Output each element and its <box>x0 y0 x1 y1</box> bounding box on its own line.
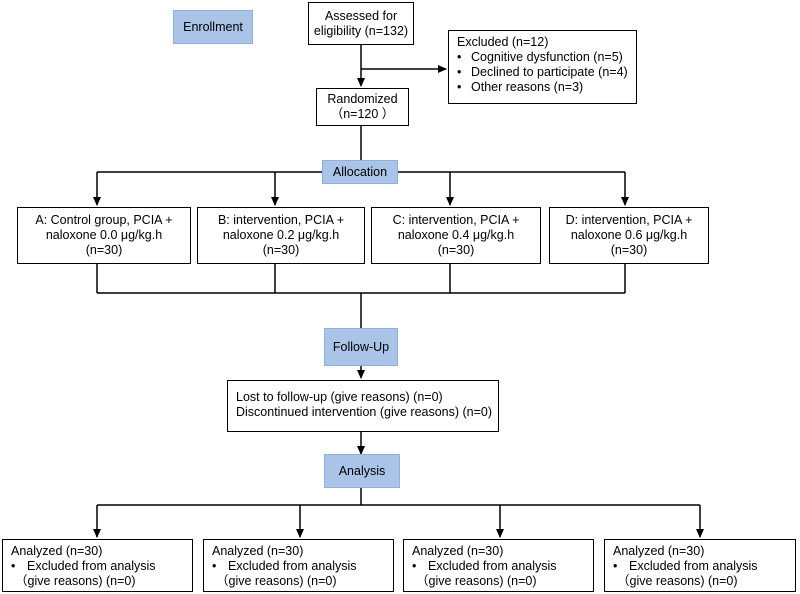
group-box-a: A: Control group, PCIA + naloxone 0.0 μg… <box>17 207 191 264</box>
group-line-3: (n=30) <box>437 243 475 257</box>
analyzed-title: Analyzed (n=30) <box>613 544 705 558</box>
analyzed-item-text: Excluded from analysis <box>228 559 357 573</box>
bullet: • <box>412 559 417 573</box>
group-line-3: (n=30) <box>610 243 648 257</box>
analyzed-item: • Excluded from analysis <box>613 559 795 574</box>
analyzed-item: • Excluded from analysis <box>212 559 393 574</box>
analyzed-item: • Excluded from analysis <box>11 559 192 574</box>
excluded-item-text: Declined to participate (n=4) <box>471 65 628 79</box>
analyzed-item-text: Excluded from analysis <box>629 559 758 573</box>
analyzed-title: Analyzed (n=30) <box>11 544 103 558</box>
assessed-line-2: eligibility (n=132) <box>313 23 409 38</box>
analyzed-title: Analyzed (n=30) <box>212 544 304 558</box>
phase-enrollment: Enrollment <box>173 10 253 44</box>
phase-enrollment-label: Enrollment <box>183 20 243 34</box>
analyzed-reason: （give reasons) (n=0) <box>15 574 136 588</box>
group-line-1: A: Control group, PCIA + <box>35 213 173 227</box>
randomized-box: Randomized （n=120 ） <box>316 88 409 126</box>
bullet: • <box>613 559 618 573</box>
analyzed-item-text: Excluded from analysis <box>27 559 156 573</box>
bullet: • <box>457 80 462 94</box>
phase-allocation-label: Allocation <box>332 165 388 179</box>
group-line-1: D: intervention, PCIA + <box>565 213 693 227</box>
followup-lost: Lost to follow-up (give reasons) (n=0) <box>236 390 443 404</box>
group-line-1: C: intervention, PCIA + <box>392 213 520 227</box>
group-line-2: naloxone 0.6 μg/kg.h <box>570 228 688 242</box>
group-line-2: naloxone 0.4 μg/kg.h <box>397 228 515 242</box>
group-box-c: C: intervention, PCIA + naloxone 0.4 μg/… <box>371 207 541 264</box>
phase-followup: Follow-Up <box>324 328 398 366</box>
excluded-item-text: Other reasons (n=3) <box>471 80 584 94</box>
phase-analysis-label: Analysis <box>338 464 386 478</box>
group-line-3: (n=30) <box>85 243 123 257</box>
group-box-b: B: intervention, PCIA + naloxone 0.2 μg/… <box>197 207 365 264</box>
analyzed-box-d: Analyzed (n=30) • Excluded from analysis… <box>604 539 796 592</box>
analyzed-reason: （give reasons) (n=0) <box>617 574 738 588</box>
randomized-line-2: （n=120 ） <box>330 107 395 121</box>
analyzed-reason: （give reasons) (n=0) <box>216 574 337 588</box>
bullet: • <box>212 559 217 573</box>
group-box-d: D: intervention, PCIA + naloxone 0.6 μg/… <box>549 207 709 264</box>
excluded-box: Excluded (n=12) • Cognitive dysfunction … <box>448 30 637 104</box>
assessed-box: Assessed for eligibility (n=132) <box>308 2 414 45</box>
bullet: • <box>457 65 462 79</box>
group-line-1: B: intervention, PCIA + <box>217 213 345 227</box>
assessed-line-1: Assessed for <box>324 8 398 23</box>
group-line-2: naloxone 0.0 μg/kg.h <box>45 228 163 242</box>
excluded-item: • Cognitive dysfunction (n=5) <box>457 50 636 65</box>
phase-followup-label: Follow-Up <box>332 340 390 354</box>
analyzed-box-a: Analyzed (n=30) • Excluded from analysis… <box>2 539 193 592</box>
group-line-3: (n=30) <box>262 243 300 257</box>
group-line-2: naloxone 0.2 μg/kg.h <box>222 228 340 242</box>
excluded-title: Excluded (n=12) <box>457 35 549 49</box>
analyzed-item: • Excluded from analysis <box>412 559 593 574</box>
analyzed-box-b: Analyzed (n=30) • Excluded from analysis… <box>203 539 394 592</box>
analyzed-reason: （give reasons) (n=0) <box>416 574 537 588</box>
bullet: • <box>11 559 16 573</box>
excluded-item: • Declined to participate (n=4) <box>457 65 636 80</box>
followup-box: Lost to follow-up (give reasons) (n=0) D… <box>227 380 499 432</box>
bullet: • <box>457 50 462 64</box>
analyzed-item-text: Excluded from analysis <box>428 559 557 573</box>
phase-analysis: Analysis <box>324 454 400 488</box>
phase-allocation: Allocation <box>322 160 398 184</box>
excluded-item-text: Cognitive dysfunction (n=5) <box>471 50 623 64</box>
randomized-line-1: Randomized <box>327 92 398 106</box>
excluded-item: • Other reasons (n=3) <box>457 80 636 95</box>
analyzed-title: Analyzed (n=30) <box>412 544 504 558</box>
followup-discontinued: Discontinued intervention (give reasons)… <box>236 405 493 419</box>
analyzed-box-c: Analyzed (n=30) • Excluded from analysis… <box>403 539 594 592</box>
